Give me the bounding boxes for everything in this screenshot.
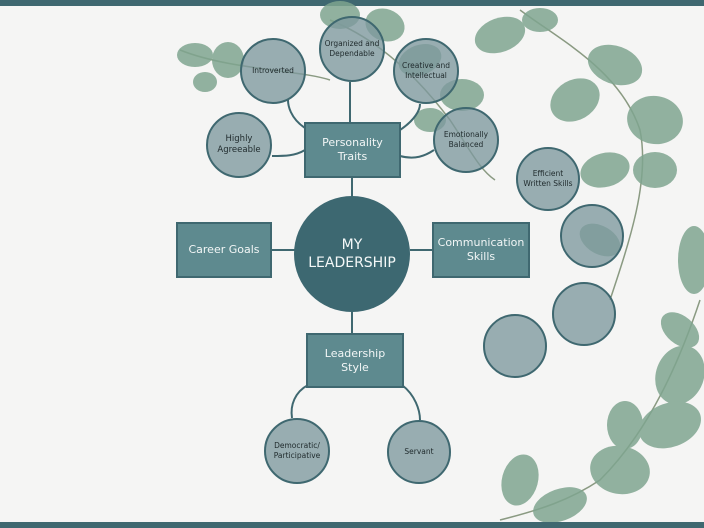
communication-written-label: Efficient Written Skills: [523, 169, 573, 188]
career-goals-box: Career Goals: [176, 222, 272, 278]
trait-creative: Creative and Intellectual: [393, 38, 459, 104]
trait-agreeable-label: Highly Agreeable: [217, 134, 261, 155]
top-bar: [0, 0, 704, 6]
trait-agreeable: Highly Agreeable: [206, 112, 272, 178]
style-democratic: Democratic/ Participative: [264, 418, 330, 484]
bottom-bar: [0, 522, 704, 528]
style-servant-label: Servant: [404, 447, 434, 456]
communication-written: Efficient Written Skills: [516, 147, 580, 211]
communication-empty-1: [560, 204, 624, 268]
trait-introverted: Introverted: [240, 38, 306, 104]
trait-balanced: Emotionally Balanced: [433, 107, 499, 173]
leadership-style-label: Leadership Style: [324, 346, 386, 374]
trait-introverted-label: Introverted: [252, 66, 294, 75]
personality-traits-box: Personality Traits: [304, 122, 401, 178]
communication-empty-2: [552, 282, 616, 346]
center-node: MY LEADERSHIP: [294, 196, 410, 312]
communication-skills-label: Communication Skills: [437, 236, 525, 263]
trait-balanced-label: Emotionally Balanced: [443, 130, 489, 149]
personality-traits-label: Personality Traits: [322, 136, 383, 163]
trait-organized-label: Organized and Dependable: [324, 39, 380, 58]
career-goals-label: Career Goals: [188, 243, 260, 256]
trait-creative-label: Creative and Intellectual: [402, 61, 450, 80]
center-label: MY LEADERSHIP: [308, 237, 396, 271]
trait-organized: Organized and Dependable: [319, 16, 385, 82]
communication-skills-box: Communication Skills: [432, 222, 530, 278]
communication-empty-3: [483, 314, 547, 378]
style-democratic-label: Democratic/ Participative: [273, 441, 321, 460]
leadership-style-box: Leadership Style: [306, 333, 404, 388]
style-servant: Servant: [387, 420, 451, 484]
